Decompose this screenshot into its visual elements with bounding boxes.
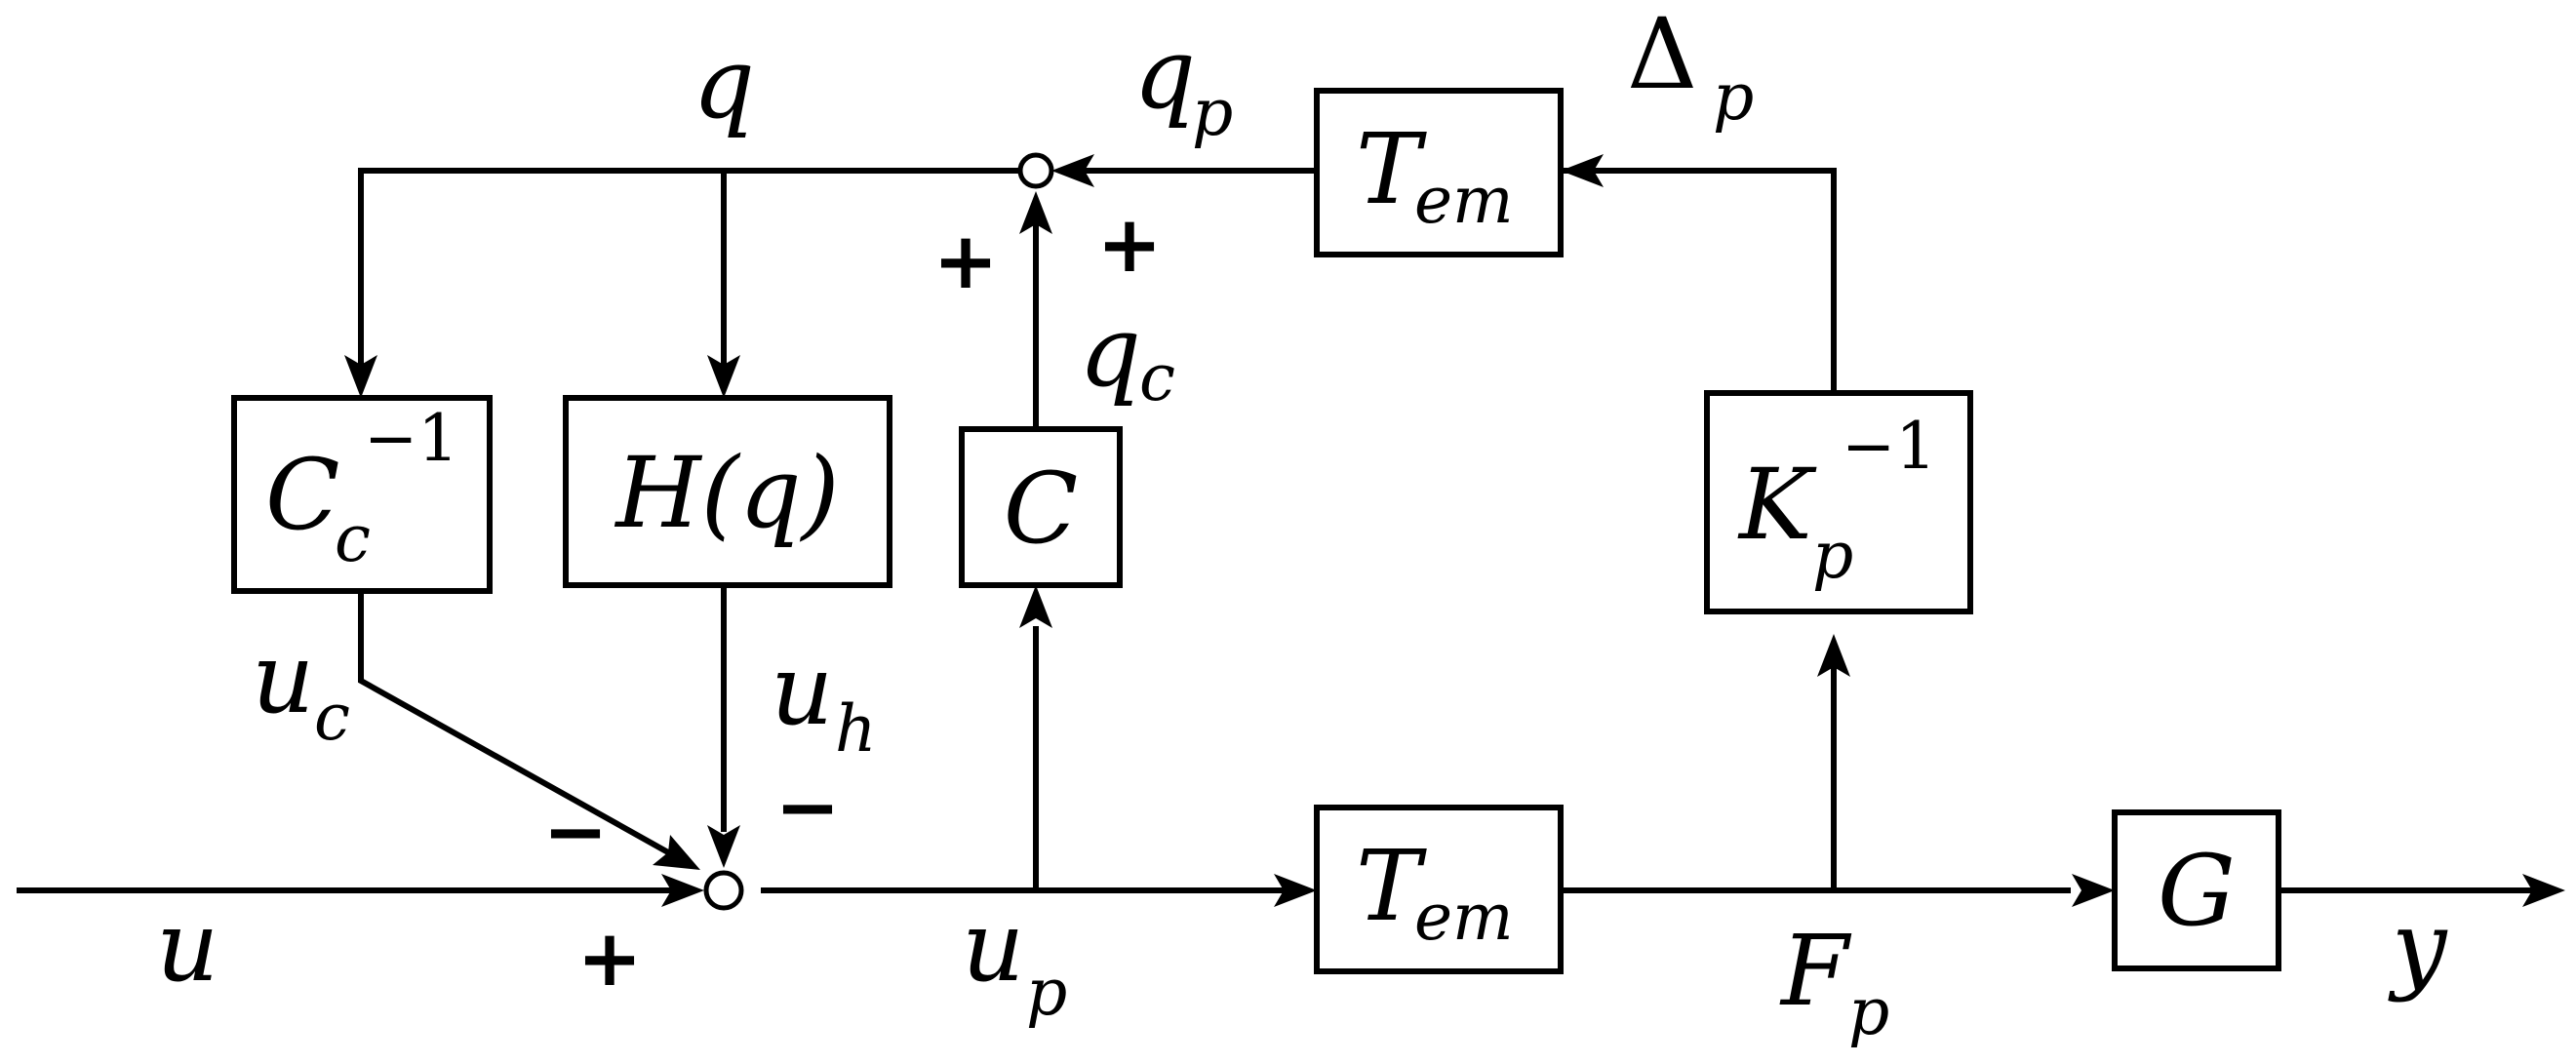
signal-q-label: q bbox=[693, 26, 755, 140]
arrowhead-to-kinv bbox=[1817, 634, 1850, 677]
block-cc-inverse: C c −1 bbox=[231, 395, 493, 594]
svg-text:q: q bbox=[1133, 17, 1196, 131]
svg-text:h: h bbox=[835, 691, 877, 767]
svg-text:q: q bbox=[1079, 295, 1141, 409]
block-cc-inverse-main: C bbox=[265, 438, 340, 552]
signal-qp-label: q p bbox=[1133, 17, 1233, 150]
sign-bottom-plus: + bbox=[576, 913, 642, 1004]
block-tem-top-main: T bbox=[1356, 112, 1427, 226]
signal-uh-label: u h bbox=[771, 633, 877, 767]
signal-delta-p-label: Δ p bbox=[1627, 0, 1754, 135]
arrowhead-y bbox=[2522, 874, 2565, 907]
block-k-inverse-main: K bbox=[1737, 448, 1817, 562]
arrowhead-to-cc bbox=[344, 355, 377, 398]
arrowhead-to-g bbox=[2072, 874, 2115, 907]
block-tem-bottom-main: T bbox=[1356, 829, 1427, 943]
signal-y-label: y bbox=[2388, 889, 2448, 1004]
svg-text:u: u bbox=[962, 889, 1024, 1004]
block-cc-inverse-sup: −1 bbox=[364, 401, 458, 476]
block-tem-bottom-sub: em bbox=[1414, 880, 1514, 955]
block-cc-inverse-sub: c bbox=[335, 501, 371, 576]
block-k-inverse: K p −1 bbox=[1704, 390, 1973, 614]
block-k-inverse-sub: p bbox=[1812, 518, 1853, 593]
signal-u-label: u bbox=[156, 889, 218, 1004]
arrowhead-to-c bbox=[1019, 585, 1052, 628]
block-h: H(q) bbox=[563, 395, 892, 588]
summing-junction-bottom bbox=[703, 870, 744, 911]
svg-text:p: p bbox=[1192, 75, 1233, 150]
svg-text:u: u bbox=[252, 621, 314, 735]
arrowhead-qp bbox=[1051, 154, 1094, 187]
arrowhead-uh bbox=[707, 825, 740, 868]
wire-uc bbox=[358, 587, 673, 857]
arrowhead-to-h bbox=[707, 355, 740, 398]
signal-up-label: u p bbox=[962, 889, 1067, 1030]
arrowhead-to-tem-bottom bbox=[1274, 874, 1317, 907]
arrowhead-qc bbox=[1019, 191, 1052, 234]
svg-text:c: c bbox=[1139, 340, 1175, 415]
arrowhead-uc bbox=[653, 835, 700, 870]
svg-text:Δ: Δ bbox=[1627, 0, 1697, 111]
block-g: G bbox=[2112, 809, 2281, 971]
svg-text:c: c bbox=[314, 680, 350, 755]
block-c-label: C bbox=[1004, 452, 1079, 566]
sign-top-right-plus: + bbox=[1096, 199, 1162, 290]
svg-text:F: F bbox=[1779, 914, 1852, 1028]
block-tem-bottom: T em bbox=[1314, 805, 1564, 974]
block-tem-top: T em bbox=[1314, 88, 1564, 257]
signal-uc-label: u c bbox=[252, 621, 350, 755]
block-g-label: G bbox=[2158, 834, 2236, 948]
svg-text:u: u bbox=[771, 633, 833, 747]
svg-text:p: p bbox=[1848, 974, 1889, 1049]
arrowhead-delta-p bbox=[1561, 154, 1604, 187]
signal-fp-label: F p bbox=[1779, 914, 1889, 1049]
block-k-inverse-sup: −1 bbox=[1842, 409, 1936, 484]
sign-bottom-left-minus: − bbox=[542, 786, 608, 877]
sign-bottom-right-minus: − bbox=[774, 762, 840, 852]
block-tem-top-sub: em bbox=[1414, 163, 1514, 238]
block-c: C bbox=[959, 426, 1123, 588]
block-h-label: H(q) bbox=[614, 436, 839, 550]
summing-junction-top bbox=[1017, 152, 1054, 189]
svg-text:p: p bbox=[1713, 59, 1754, 135]
signal-qc-label: q c bbox=[1079, 295, 1175, 415]
arrowhead-u bbox=[661, 874, 704, 907]
sign-top-left-plus: + bbox=[932, 216, 998, 306]
svg-text:p: p bbox=[1026, 955, 1067, 1030]
